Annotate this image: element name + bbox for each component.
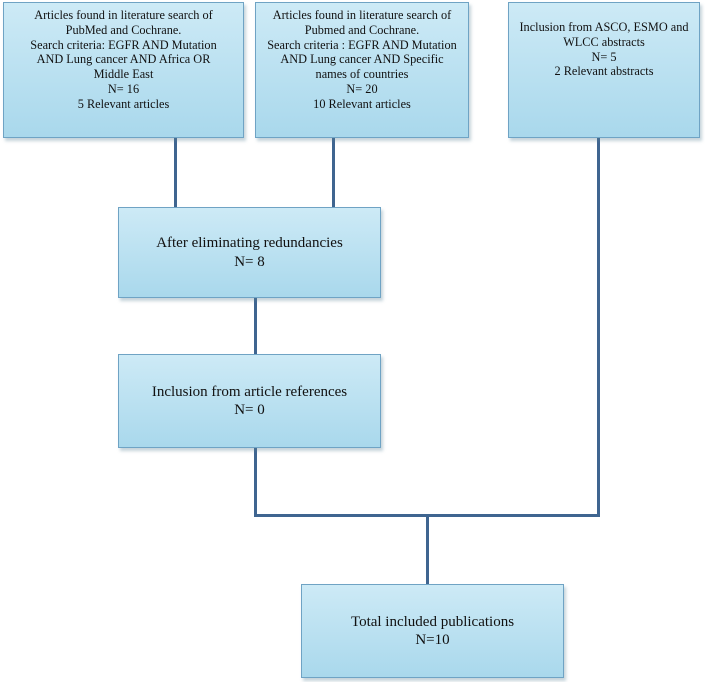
redundancies-box: After eliminating redundancies N= 8 [118, 207, 381, 298]
box-text-line: AND Lung cancer AND Specific [280, 52, 444, 67]
box-text-line: Articles found in literature search of [272, 8, 452, 22]
box-text-line: N=10 [415, 632, 450, 648]
box-text-line: PubMed and Cochrane. [65, 22, 182, 37]
connector-references-down [254, 447, 257, 517]
connector-horizontal-merge [254, 514, 600, 517]
box-text-line: Search criteria: EGFR AND Mutation [30, 37, 217, 52]
box-text-line: N= 5 [591, 49, 617, 64]
connector-pubmed-countries-to-redundancies [332, 137, 335, 208]
pubmed-countries-search-box: Articles found in literature search of P… [255, 2, 469, 138]
box-text-line: Inclusion from ASCO, ESMO and [519, 20, 689, 34]
box-text-line: Search criteria : EGFR AND Mutation [267, 37, 457, 52]
box-text-line: names of countries [315, 67, 409, 82]
box-text-line: 5 Relevant articles [77, 96, 170, 111]
box-text-line: 10 Relevant articles [313, 96, 411, 111]
box-text-line: Middle East [93, 67, 154, 82]
box-text-line: N= 8 [234, 253, 265, 270]
box-text-line: N= 20 [346, 81, 378, 96]
connector-redundancies-to-references [254, 297, 257, 355]
article-references-box: Inclusion from article references N= 0 [118, 354, 381, 448]
box-text-line: Total included publications [350, 613, 515, 630]
connector-pubmed-africa-to-redundancies [174, 137, 177, 208]
connector-merge-to-total [426, 517, 429, 585]
box-text-line: Inclusion from article references [151, 383, 348, 400]
box-text-line: After eliminating redundancies [156, 235, 343, 251]
box-text-line: Articles found in literature search of [34, 8, 213, 22]
abstracts-inclusion-box: Inclusion from ASCO, ESMO and WLCC abstr… [508, 2, 700, 138]
box-text-line: AND Lung cancer AND Africa OR [36, 52, 211, 67]
box-text-line: WLCC abstracts [563, 34, 645, 49]
box-text-line: Pubmed and Cochrane. [304, 22, 420, 37]
pubmed-africa-search-box: Articles found in literature search of P… [3, 2, 244, 138]
connector-abstracts-down [597, 137, 600, 517]
box-text-line: 2 Relevant abstracts [554, 64, 654, 79]
box-text-line: N= 16 [107, 81, 140, 96]
total-publications-box: Total included publications N=10 [301, 584, 564, 678]
box-text-line: N= 0 [234, 402, 265, 418]
